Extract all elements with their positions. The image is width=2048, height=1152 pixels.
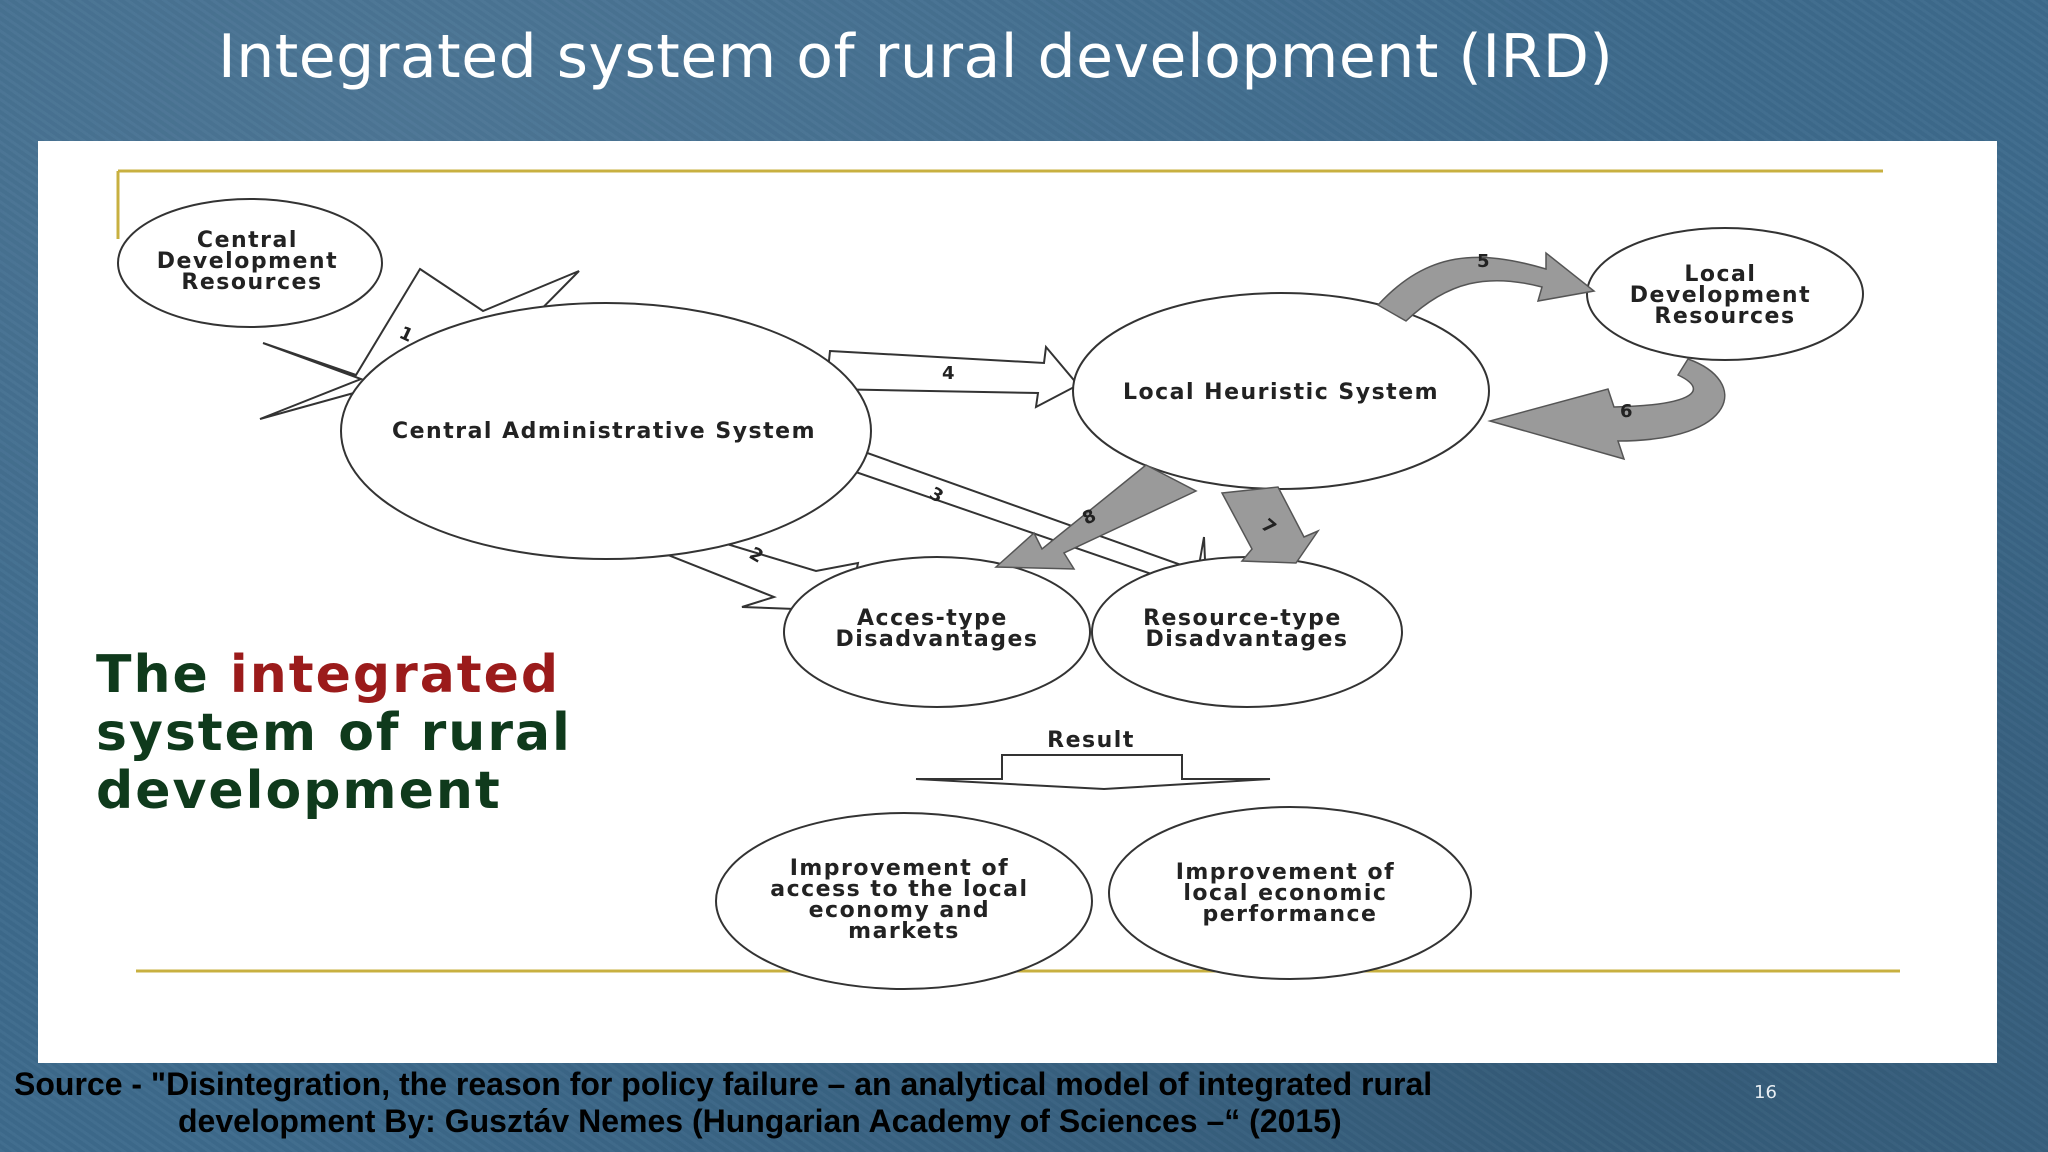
- label-line: Local: [1684, 262, 1756, 287]
- label-improve-access: Improvement of access to the local econo…: [770, 856, 1038, 944]
- heading-highlight: integrated: [229, 645, 561, 705]
- label-line: Development: [1630, 283, 1811, 308]
- label-line: access to the local: [770, 877, 1028, 902]
- label-line: Resources: [1654, 304, 1795, 329]
- label-line: performance: [1203, 902, 1378, 927]
- slide-title: Integrated system of rural development (…: [218, 22, 1614, 92]
- heading-line2: system of rural: [96, 703, 572, 763]
- node-improve-access: [715, 812, 1093, 990]
- label-improve-local: Improvement of local economic performanc…: [1176, 860, 1405, 927]
- source-line-2: development By: Gusztáv Nemes (Hungarian…: [178, 1103, 1342, 1139]
- node-central-dev-resources: [117, 198, 383, 328]
- label-line: Resource-type: [1143, 606, 1342, 631]
- node-access-disadvantages: [783, 556, 1091, 708]
- arrow-6-number: 6: [1620, 401, 1633, 422]
- label-line: Improvement of: [1176, 860, 1395, 885]
- label-line: Acces-type: [857, 606, 1008, 631]
- node-central-admin: [340, 302, 872, 560]
- arrow-6: [1487, 358, 1726, 461]
- label-local-dev-resources: Local Development Resources: [1630, 262, 1821, 329]
- arrow-5-number: 5: [1477, 251, 1490, 272]
- arrow-7: [1220, 486, 1321, 564]
- ird-diagram: 1 2 3 4 5 6 7 8 Central Development Reso…: [116, 169, 1900, 990]
- label-line: Central: [197, 228, 298, 253]
- label-central-admin: Central Administrative System: [392, 419, 816, 444]
- heading-line3: development: [96, 761, 502, 821]
- heading-part1: The: [96, 645, 230, 705]
- label-central-dev-resources: Central Development Resources: [157, 228, 348, 295]
- label-line: Development: [157, 249, 338, 274]
- label-line: Resources: [181, 270, 322, 295]
- node-improve-local: [1108, 806, 1472, 980]
- arrow-4: [824, 344, 1080, 409]
- node-local-dev-resources: [1586, 227, 1864, 361]
- page-number: 16: [1754, 1082, 1777, 1103]
- label-line: economy and: [809, 898, 991, 923]
- arrow-4-number: 4: [942, 363, 955, 384]
- source-line-1: Source - "Disintegration, the reason for…: [14, 1066, 1433, 1102]
- label-local-heuristic: Local Heuristic System: [1123, 380, 1439, 405]
- result-arrow: [915, 754, 1271, 791]
- label-access-disadvantages: Acces-type Disadvantages: [836, 606, 1039, 652]
- diagram-heading: The integrated system of rural developme…: [96, 646, 572, 820]
- label-line: local economic: [1183, 881, 1387, 906]
- source-citation: Source - "Disintegration, the reason for…: [14, 1066, 1754, 1140]
- label-line: Improvement of: [790, 856, 1009, 881]
- arrow-8-shape: [994, 464, 1198, 570]
- arrow-5: [1376, 251, 1596, 322]
- label-result: Result: [1047, 728, 1135, 753]
- label-line: Disadvantages: [836, 627, 1039, 652]
- label-resource-disadvantages: Resource-type Disadvantages: [1143, 606, 1351, 652]
- diagram-panel: 1 2 3 4 5 6 7 8 Central Development Reso…: [38, 141, 1997, 1063]
- node-local-heuristic: [1072, 292, 1490, 490]
- label-line: markets: [848, 919, 960, 944]
- label-line: Disadvantages: [1146, 627, 1349, 652]
